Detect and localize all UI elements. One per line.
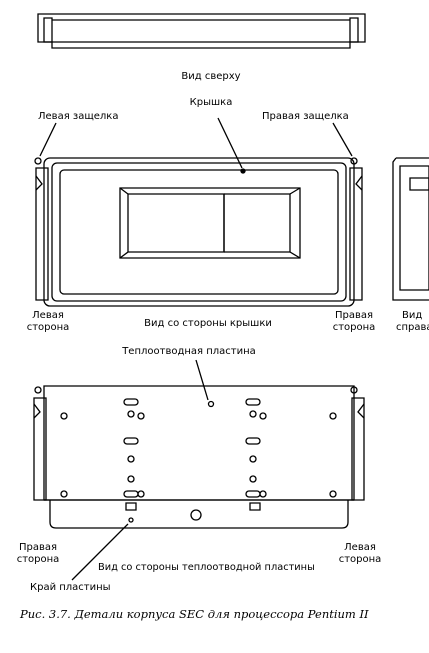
figure-caption: Рис. 3.7. Детали корпуса SEC для процесс… [20,607,369,621]
label-heat-plate-side-view: Вид со стороны теплоотводной пластины [98,562,315,573]
label-left-side-2: сторона [26,322,70,333]
heat-plate-drawing [34,360,364,580]
label-right-latch: Правая защелка [262,111,349,122]
cover-side-drawing [35,118,362,306]
label-right-side-2-2: сторона [16,554,60,565]
label-cover: Крышка [189,97,233,108]
label-left-latch: Левая защелка [38,111,119,122]
label-left-side-2-1: Левая [344,542,376,553]
label-left-side-2-2: сторона [338,554,382,565]
label-left-side: Левая сторона [18,310,78,334]
right-view-drawing [393,158,429,300]
label-left-side-1: Левая [32,310,64,321]
label-left-side-2: Левая сторона [330,542,390,566]
label-view-right-1: Вид [402,310,423,321]
label-right-side: Правая сторона [324,310,384,334]
top-view-drawing [38,14,365,48]
label-top-view: Вид сверху [181,71,241,82]
label-view-right: Вид справа [396,310,429,334]
label-right-side-2: Правая сторона [8,542,68,566]
label-plate-edge: Край пластины [30,582,111,593]
label-right-side-1: Правая [334,310,374,321]
label-heat-plate: Теплоотводная пластина [122,346,256,357]
label-view-right-2: справа [396,322,429,333]
label-right-side-2: сторона [332,322,376,333]
label-right-side-2-1: Правая [18,542,58,553]
label-cover-side-view: Вид со стороны крышки [144,318,272,329]
